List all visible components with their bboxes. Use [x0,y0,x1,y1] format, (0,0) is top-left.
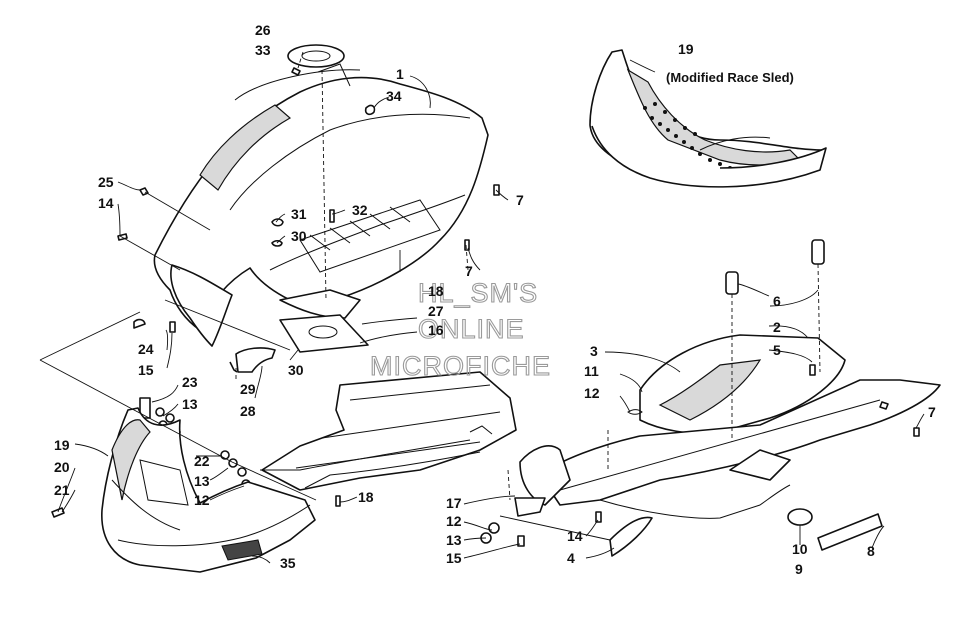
callout-9: 9 [795,561,803,577]
shield-4 [609,516,653,557]
plug-10 [787,508,813,526]
screw-33 [291,67,301,76]
callout-7a: 7 [516,192,524,208]
screw-21 [51,507,65,518]
reflector-8 [817,513,883,551]
callout-22: 22 [194,453,210,469]
bracket-17 [514,497,546,517]
callout-14b: 14 [567,528,583,544]
callout-labels: 26 33 1 34 25 14 31 30 32 7 7 18 27 16 2… [54,22,936,577]
callout-14a: 14 [98,195,114,211]
callout-29: 29 [240,381,256,397]
callout-20: 20 [54,459,70,475]
watermark-line-1: HL_SM'S [418,278,538,308]
callout-23: 23 [182,374,198,390]
callout-12a: 12 [194,492,210,508]
front-nose [51,407,316,573]
callout-28: 28 [240,403,256,419]
decal-9 [729,449,791,481]
callout-19a: 19 [54,437,70,453]
callout-10: 10 [792,541,808,557]
callout-31: 31 [291,206,307,222]
callout-12c: 12 [584,385,600,401]
rivet-18 [335,495,341,507]
side-runner [480,239,941,557]
callout-25: 25 [98,174,114,190]
callout-30a: 30 [291,228,307,244]
callout-13c: 13 [446,532,462,548]
watermark-line-3: MICROFICHE [370,351,551,381]
callout-11: 11 [584,363,599,379]
watermark-line-2: ONLINE [418,314,525,344]
callout-13a: 13 [182,396,198,412]
callout-35: 35 [280,555,296,571]
belly-pan-main [153,63,489,353]
callout-12b: 12 [446,513,462,529]
callout-17: 17 [446,495,462,511]
callout-4: 4 [567,550,575,566]
callout-32: 32 [352,202,368,218]
skid-plate [260,371,517,491]
rivet-32 [329,209,335,223]
callout-1: 1 [396,66,404,82]
bracket-28 [235,347,276,373]
callout-6: 6 [773,293,781,309]
race-sled-nose-pan [589,49,827,188]
callout-7b: 7 [465,263,473,279]
callout-33: 33 [255,42,271,58]
grommet-26 [287,44,345,68]
decal-35 [221,539,263,561]
clip-24 [133,318,146,329]
callout-18b: 18 [358,489,374,505]
washer-31 [271,218,284,227]
callout-8: 8 [867,543,875,559]
callout-24: 24 [138,341,154,357]
callout-5: 5 [773,342,781,358]
callout-16: 16 [428,322,444,338]
tie-6b [811,239,825,265]
callout-18a: 18 [428,283,444,299]
nut-34 [364,104,376,116]
tie-6a [725,271,739,295]
callout-26: 26 [255,22,271,38]
callout-19b: 19 [678,41,694,57]
callout-34: 34 [386,88,402,104]
nut-30 [271,239,283,247]
callout-15a: 15 [138,362,154,378]
callout-30b: 30 [288,362,304,378]
callout-21: 21 [54,482,70,498]
watermark: HL_SM'S ONLINE MICROFICHE [369,277,551,381]
callout-15b: 15 [446,550,462,566]
screw-15 [169,321,176,333]
callout-13b: 13 [194,473,210,489]
race-sled-note: (Modified Race Sled) [666,70,794,85]
callout-7c: 7 [928,404,936,420]
callout-2: 2 [773,319,781,335]
rivet-25 [139,187,149,196]
leader-lines [39,51,925,564]
callout-27: 27 [428,303,444,319]
callout-3: 3 [590,343,598,359]
